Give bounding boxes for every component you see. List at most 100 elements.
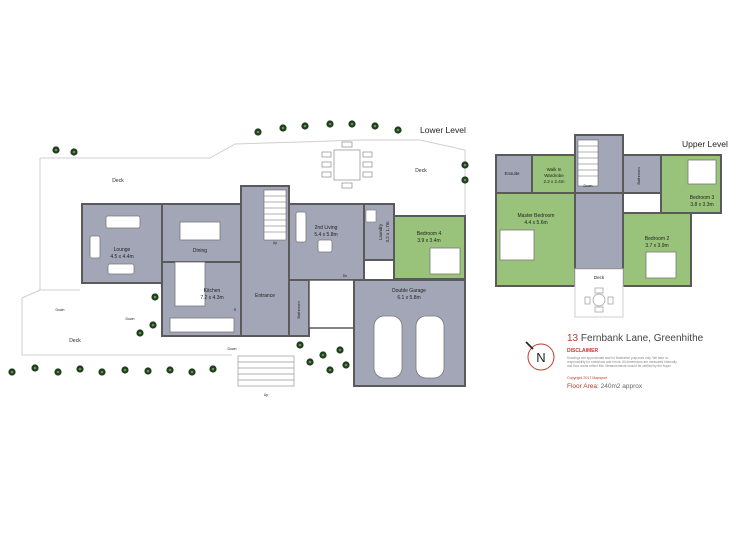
marker-down-deck2: Down <box>126 317 135 321</box>
marker-dn-living: Dn <box>343 274 348 278</box>
wir-room <box>531 154 576 194</box>
bedroom4-size: 3.9 x 3.4m <box>417 238 440 244</box>
plant-center <box>281 126 285 130</box>
address: 13 Fernbank Lane, Greenhithe <box>567 333 703 344</box>
plant-center <box>100 370 104 374</box>
garage-room <box>353 279 466 387</box>
garage-name: Double Garage <box>392 288 426 294</box>
bedroom2-name: Bedroom 2 <box>645 236 670 242</box>
address-number: 13 <box>567 333 579 344</box>
marker-down-deck1: Down <box>56 308 65 312</box>
master-bed <box>499 229 535 261</box>
kitchen-name: Kitchen <box>204 288 221 294</box>
garage-size: 6.1 x 5.8m <box>397 295 420 301</box>
plant-center <box>211 367 215 371</box>
plant-center <box>298 343 302 347</box>
plant-center <box>344 363 348 367</box>
deck-left-label: Deck <box>112 178 124 184</box>
plant-center <box>463 163 467 167</box>
marker-down-upper: Down <box>584 184 593 188</box>
level-upper-label: Upper Level <box>682 139 728 149</box>
upper-hall <box>574 192 624 270</box>
plant-center <box>138 331 142 335</box>
lower-stair-down <box>308 279 355 329</box>
bedroom2-size: 3.7 x 3.9m <box>645 243 668 249</box>
laundry-appliance <box>365 209 377 223</box>
living-furniture <box>295 211 333 253</box>
bedroom3-size: 3.8 x 3.3m <box>690 202 713 208</box>
wir-name-2: Wardrobe <box>544 173 564 178</box>
disclaimer-text: Drawings are approximate and for illustr… <box>567 356 677 368</box>
marker-up-lower: Up <box>273 241 278 245</box>
plant-center <box>463 178 467 182</box>
upper-bathroom-room <box>622 154 662 194</box>
stair-treads-lower <box>263 189 287 241</box>
plant-center <box>146 369 150 373</box>
deck-top-label: Deck <box>415 168 427 174</box>
bedroom3-bed <box>687 159 717 185</box>
plant-center <box>338 348 342 352</box>
plant-center <box>153 295 157 299</box>
floor-area-label: Floor Area: <box>567 383 599 390</box>
deck-bottom-label: Deck <box>69 338 81 344</box>
plant-center <box>373 124 377 128</box>
bedroom2-bed <box>645 251 677 279</box>
living2-size: 5.4 x 5.8m <box>314 232 337 238</box>
garage-cars <box>373 315 445 379</box>
plant-center <box>350 122 354 126</box>
marker-s: S <box>234 307 237 312</box>
laundry-size: 3.2 x 1.7m <box>385 221 390 242</box>
master-size: 4.4 x 5.6m <box>524 220 547 226</box>
plant-center <box>328 122 332 126</box>
compass-letter: N <box>536 350 545 365</box>
bedroom4-name: Bedroom 4 <box>417 231 442 237</box>
marker-down-steps: Down <box>228 347 237 351</box>
plant-center <box>123 368 127 372</box>
bathroom-upper-label: Bathroom <box>636 167 641 185</box>
deck-upper-label: Deck <box>594 275 605 280</box>
upper-deck-table <box>584 287 614 313</box>
level-lower-label: Lower Level <box>420 125 466 135</box>
deck-table <box>321 141 373 189</box>
plant-center <box>72 150 76 154</box>
kitchen-size: 7.2 x 4.3m <box>200 295 223 301</box>
floor-area: Floor Area: 240m2 approx <box>567 383 642 390</box>
plant-center <box>56 370 60 374</box>
lower-deck-outline <box>21 139 466 356</box>
plant-center <box>321 353 325 357</box>
plant-center <box>308 360 312 364</box>
floor-area-value: 240m2 approx <box>600 383 643 390</box>
marker-up-steps: Up <box>264 393 269 397</box>
plant-center <box>151 323 155 327</box>
garden-plants <box>8 120 469 376</box>
plant-center <box>190 370 194 374</box>
plant-center <box>396 128 400 132</box>
lounge-name: Lounge <box>114 247 131 253</box>
stair-treads-upper <box>577 139 599 187</box>
plant-center <box>168 368 172 372</box>
plant-center <box>78 367 82 371</box>
copyright: Copyright 2017 Mapsport <box>567 376 608 380</box>
entrance-name: Entrance <box>255 293 275 299</box>
wir-name-1: Walk In <box>547 167 562 172</box>
address-text: Fernbank Lane, Greenhithe <box>580 333 704 344</box>
master-name: Master Bedroom <box>518 213 555 219</box>
north-compass-icon: N <box>525 341 555 371</box>
laundry-name: Laundry <box>378 223 383 240</box>
wir-size: 2.2 x 2.4m <box>543 179 564 184</box>
plant-center <box>328 368 332 372</box>
lounge-size: 4.5 x 4.4m <box>110 254 133 260</box>
kitchen-bench <box>169 317 235 333</box>
laundry-room <box>363 203 395 261</box>
bedroom4-bed <box>429 247 461 275</box>
living2-name: 2nd Living <box>315 225 338 231</box>
front-steps <box>237 355 295 387</box>
disclaimer-title: DISCLAIMER <box>567 348 599 354</box>
plant-center <box>33 366 37 370</box>
bedroom3-name: Bedroom 3 <box>690 195 715 201</box>
dining-name: Dining <box>193 248 207 254</box>
bathroom-lower-label: Bathroom <box>296 301 301 319</box>
kitchen-island <box>174 261 206 307</box>
plant-center <box>10 370 14 374</box>
